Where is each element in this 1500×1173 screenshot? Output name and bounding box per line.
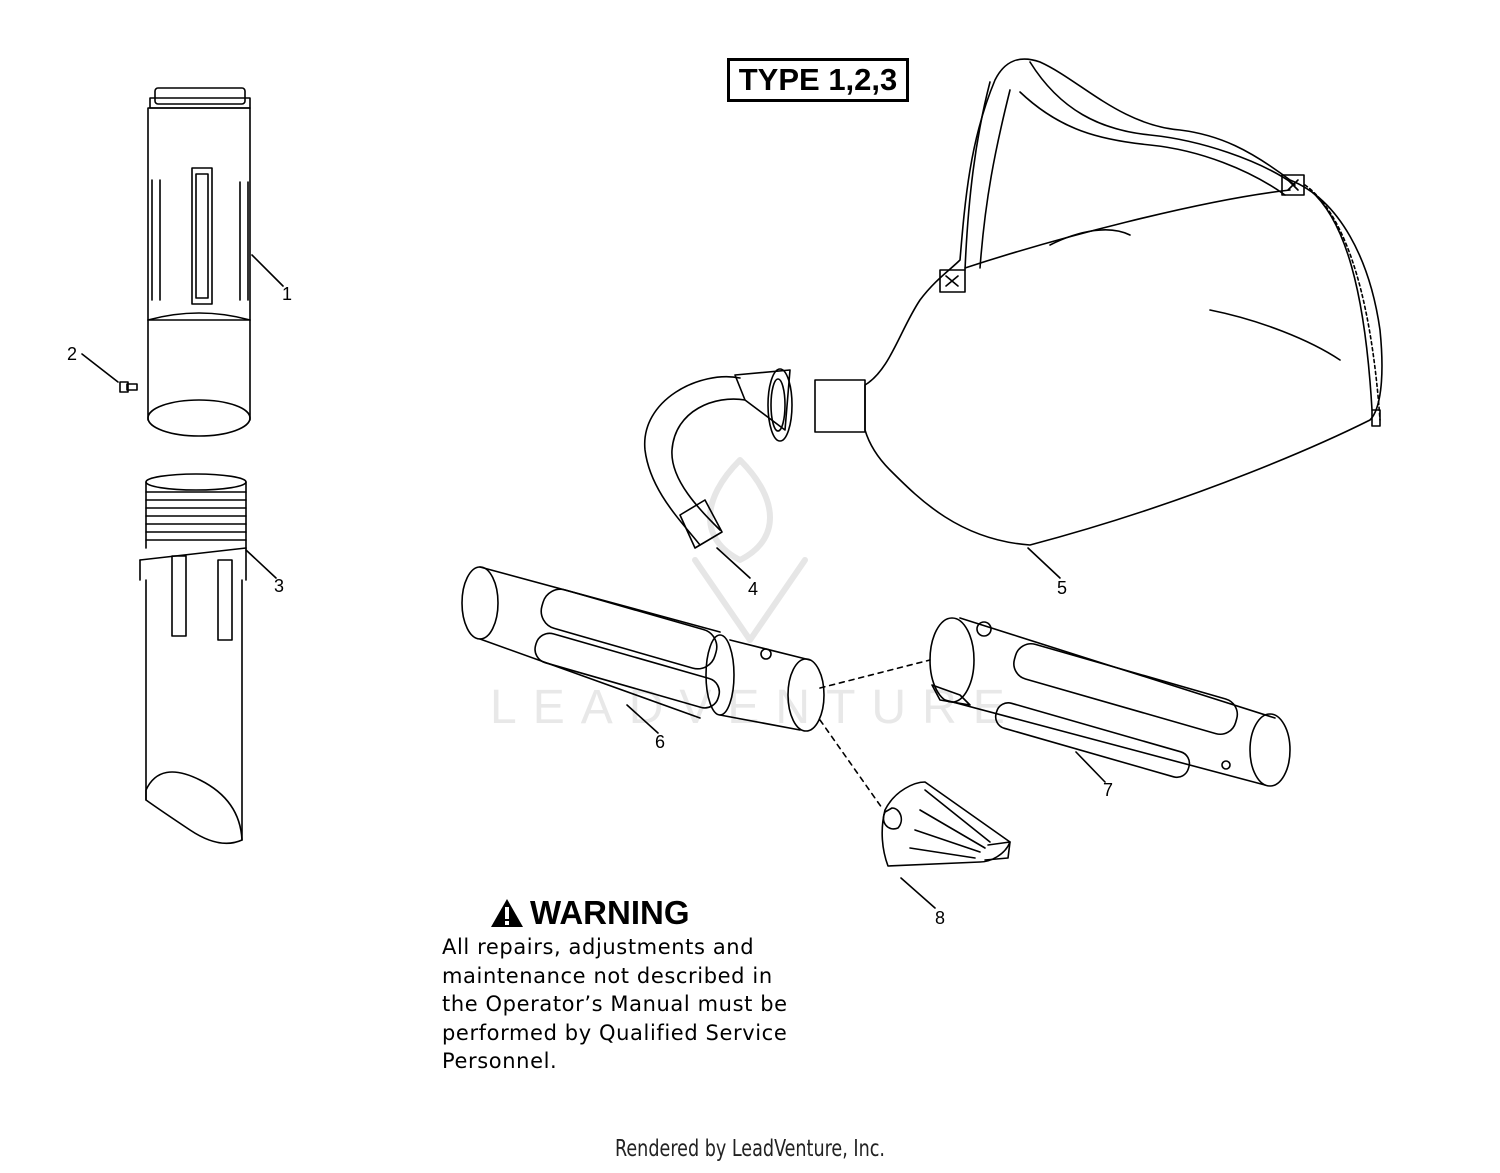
warning-block: WARNING All repairs, adjustments and mai…: [442, 893, 842, 1076]
callout-1: 1: [282, 284, 292, 304]
callout-4: 4: [748, 579, 758, 599]
callout-6: 6: [655, 732, 665, 752]
warning-line: All repairs, adjustments and: [442, 935, 755, 959]
watermark-text: LEADVENTURE: [490, 681, 1021, 734]
warning-line: performed by Qualified Service: [442, 1020, 788, 1045]
warning-line: Personnel.: [442, 1049, 558, 1073]
part-4-elbow: [644, 368, 793, 549]
assembly-lines: [819, 659, 931, 809]
leader-lines: [81, 254, 1106, 909]
warning-text: All repairs, adjustments and maintenance…: [442, 933, 842, 1076]
part-7-tube: [929, 617, 1291, 787]
type-label-box: TYPE 1,2,3: [727, 58, 909, 102]
warning-header: WARNING: [490, 893, 842, 933]
callout-2: 2: [67, 344, 77, 364]
callout-8: 8: [935, 908, 945, 928]
warning-title: WARNING: [530, 894, 690, 931]
warning-triangle-icon: [491, 899, 523, 927]
part-2-screw: [119, 381, 138, 393]
warning-line: maintenance not described in: [442, 963, 773, 988]
callout-7: 7: [1103, 780, 1113, 800]
part-1-tube: [147, 87, 251, 437]
callout-5: 5: [1057, 578, 1067, 598]
part-6-tube: [461, 566, 825, 732]
part-8-nozzle: [881, 781, 1011, 867]
part-5-bag: [814, 58, 1383, 546]
watermark-logo: [692, 457, 808, 643]
part-3-nozzle-tube: [139, 473, 247, 845]
footer-credit: Rendered by LeadVenture, Inc.: [615, 1136, 885, 1162]
warning-line: the Operator’s Manual must be: [442, 992, 788, 1016]
callout-3: 3: [274, 576, 284, 596]
